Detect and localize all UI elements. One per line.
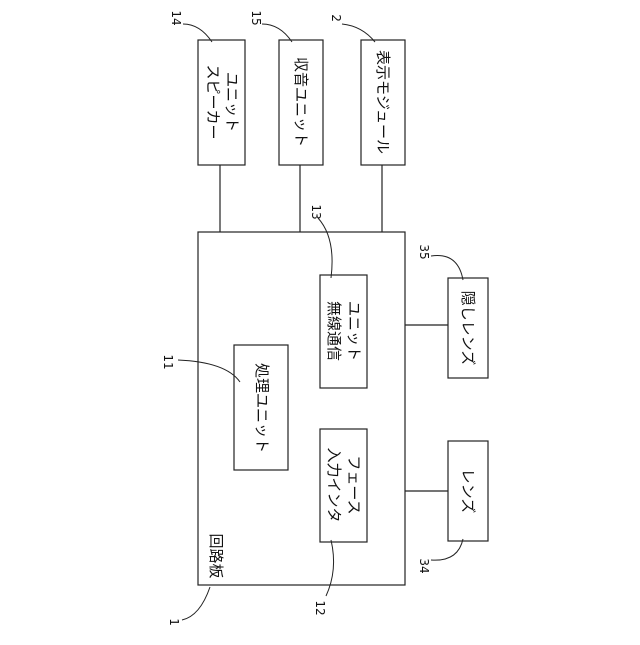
speaker-unit-block: スピーカー ユニット: [198, 40, 245, 165]
ref-processing-unit: 11: [161, 354, 175, 369]
wireless-unit-label-line1: 無線通信: [325, 301, 343, 361]
hidden-lens-label: 隠しレンズ: [459, 291, 477, 366]
ref-input-interface: 12: [313, 600, 327, 615]
hidden-lens-block: 隠しレンズ: [448, 278, 488, 378]
ref-wireless-unit: 13: [309, 204, 323, 219]
processing-unit-label: 処理ユニット: [253, 363, 271, 453]
ref-display-module: 2: [329, 14, 343, 22]
circuit-board-block: 回路板: [198, 232, 405, 585]
ref-lens: 34: [417, 558, 431, 573]
input-interface-block: 入力インタ フェース: [320, 429, 367, 542]
leader-14: [183, 24, 212, 42]
lens-block: レンズ: [448, 441, 488, 541]
display-module-block: 表示モジュール: [361, 40, 405, 165]
sound-unit-label: 収音ユニット: [292, 57, 310, 147]
wireless-unit-block: 無線通信 ユニット: [320, 275, 367, 388]
ref-hidden-lens: 35: [417, 244, 431, 259]
circuit-board-box: [198, 232, 405, 585]
display-module-label: 表示モジュール: [374, 50, 392, 154]
lens-label: レンズ: [459, 469, 477, 514]
speaker-unit-label-line2: ユニット: [223, 72, 241, 132]
leader-34: [431, 539, 463, 560]
input-interface-label-line1: 入力インタ: [325, 447, 343, 522]
processing-unit-block: 処理ユニット: [234, 345, 288, 470]
leader-15: [262, 24, 292, 42]
leader-35: [431, 256, 463, 281]
ref-sound-unit: 15: [249, 10, 263, 25]
sound-unit-block: 収音ユニット: [279, 40, 323, 165]
ref-circuit-board: 1: [167, 618, 181, 626]
leader-1: [182, 587, 210, 620]
input-interface-label-line2: フェース: [345, 455, 363, 514]
speaker-unit-label-line1: スピーカー: [204, 64, 222, 139]
leader-2: [342, 24, 375, 42]
circuit-board-label: 回路板: [207, 533, 225, 578]
ref-speaker-unit: 14: [169, 10, 183, 25]
wireless-unit-label-line2: ユニット: [345, 301, 363, 361]
